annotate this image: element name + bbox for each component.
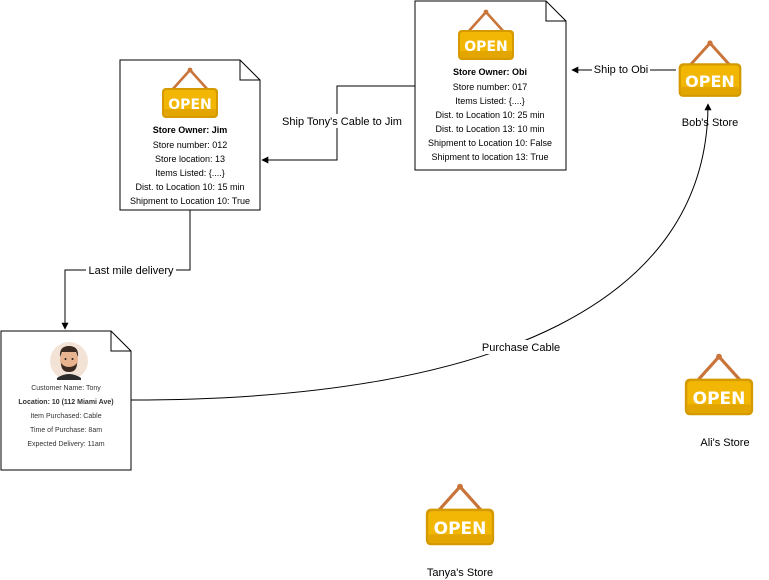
edge-label-ship-to-obi: Ship to Obi [594,64,648,76]
jim-owner: Store Owner: Jim [153,125,228,135]
jim-line: Items Listed: {....} [155,168,225,178]
obi-store-document: OPEN Store Owner: Obi Store number: 017 … [414,0,567,171]
obi-line: Shipment to location 13: True [431,152,548,162]
edge-last-mile: Last mile delivery [61,210,191,330]
bob-store: OPEN Bob's Store [677,38,743,129]
open-sign-icon: OPEN [456,8,516,62]
open-sign-icon: OPEN [677,38,743,99]
obi-line: Dist. to Location 10: 25 min [435,110,544,120]
tanya-store-label: Tanya's Store [427,567,493,579]
sign-text: OPEN [168,97,211,113]
sign-text: OPEN [685,72,735,91]
edge-label-purchase-cable: Purchase Cable [482,342,560,354]
customer-line: Time of Purchase: 8am [30,427,102,434]
open-sign-icon: OPEN [424,482,496,547]
ali-store-label: Ali's Store [700,437,749,449]
edge-label-ship-to-jim: Ship Tony's Cable to Jim [282,116,402,128]
obi-line: Store number: 017 [453,82,528,92]
man-avatar-icon [50,342,88,380]
customer-line: Expected Delivery: 11am [27,441,104,448]
open-sign-icon: OPEN [160,66,220,120]
obi-line: Items Listed: {....} [455,96,525,106]
customer-location: Location: 10 (112 Miami Ave) [18,399,113,406]
customer-name: Customer Name: Tony [31,385,101,392]
sign-text: OPEN [693,389,746,409]
obi-owner: Store Owner: Obi [453,67,527,77]
jim-line: Store number: 012 [153,140,228,150]
obi-line: Dist. to Location 13: 10 min [435,124,544,134]
tanya-store: OPEN Tanya's Store [424,482,496,579]
bob-store-label: Bob's Store [682,117,739,129]
sign-text: OPEN [434,519,487,539]
open-sign-icon: OPEN [683,352,755,417]
jim-line: Store location: 13 [155,154,225,164]
edge-ship-to-obi: Ship to Obi [571,62,676,76]
customer-document: Customer Name: Tony Location: 10 (112 Mi… [0,330,132,471]
jim-store-document: OPEN Store Owner: Jim Store number: 012 … [119,59,261,211]
edge-purchase-cable: Purchase Cable [130,103,712,401]
sign-text: OPEN [464,39,507,55]
obi-line: Shipment to Location 10: False [428,138,552,148]
edge-label-last-mile: Last mile delivery [89,265,174,277]
customer-line: Item Purchased: Cable [30,413,101,420]
ali-store: OPEN Ali's Store [683,352,755,449]
edge-ship-to-jim: Ship Tony's Cable to Jim [261,85,415,164]
jim-line: Dist. to Location 10: 15 min [135,182,244,192]
jim-line: Shipment to Location 10: True [130,196,250,206]
